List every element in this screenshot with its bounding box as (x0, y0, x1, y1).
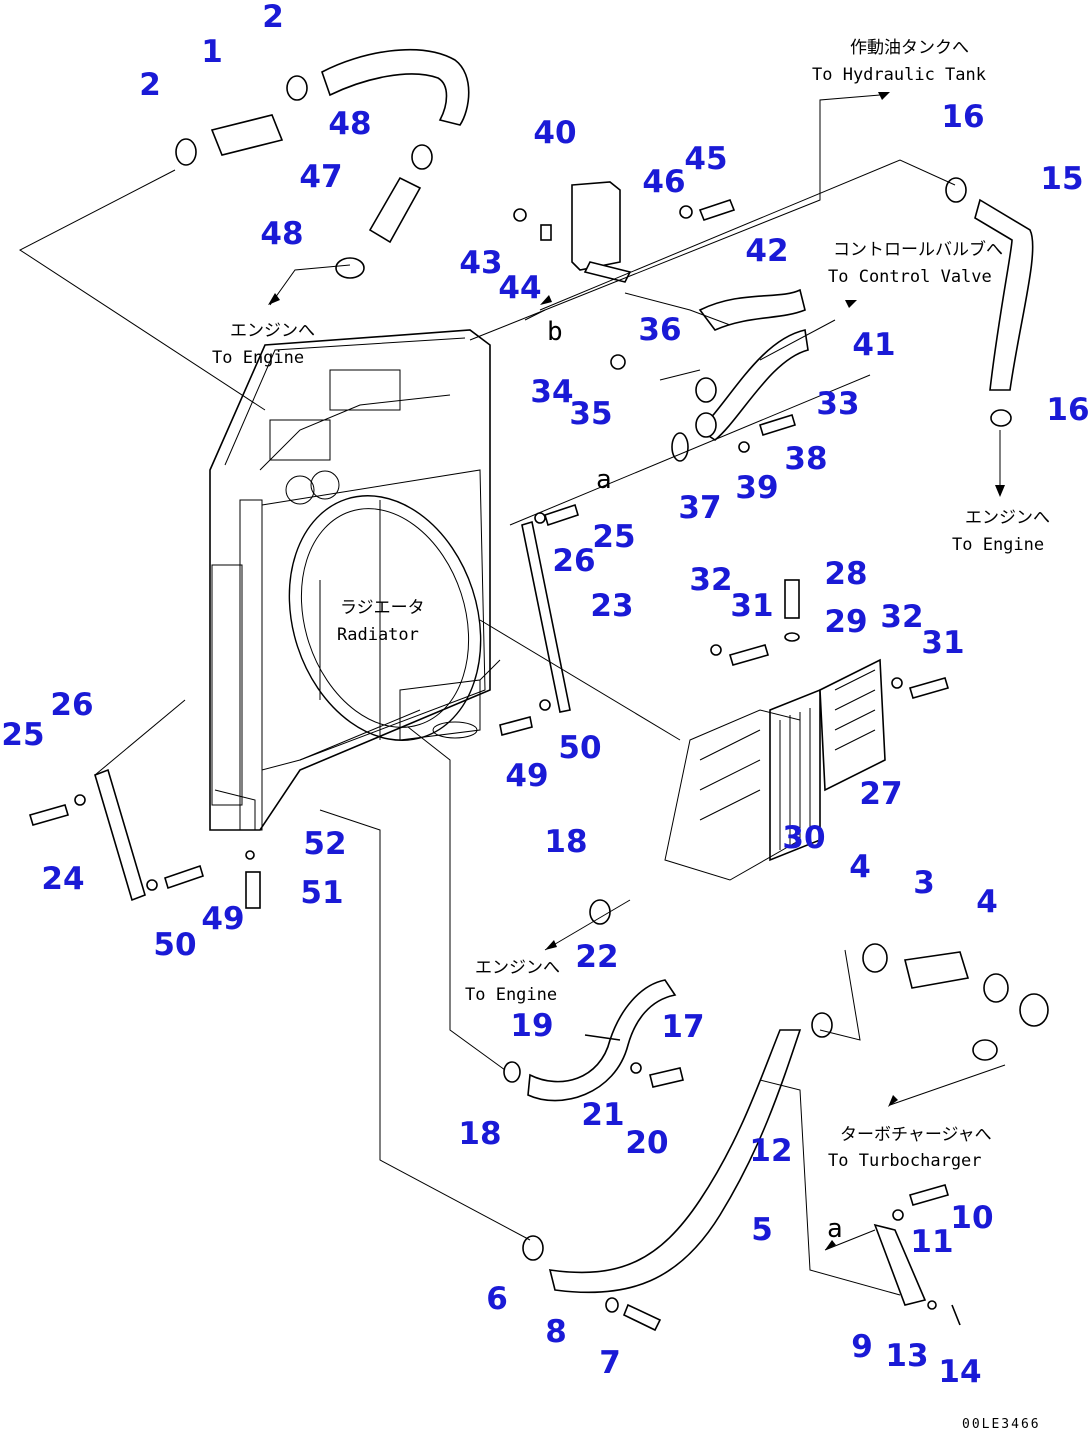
part-number-label: 31 (921, 625, 964, 661)
leader-lines (19, 94, 1006, 1296)
part-number-label: 25 (1, 717, 44, 753)
part-number-label: 22 (575, 939, 618, 975)
annotation-radiator-jp: ラジエータ (340, 598, 425, 618)
part-number-label: 7 (599, 1345, 621, 1381)
part-number-label: 12 (749, 1133, 792, 1169)
part-number-label: 8 (545, 1314, 567, 1350)
part-number-label: 19 (510, 1008, 553, 1044)
part-number-label: 25 (592, 519, 635, 555)
part-number-label: 42 (745, 233, 788, 269)
part-number-label: 37 (678, 490, 721, 526)
part-number-label: 28 (824, 556, 867, 592)
part-number-label: 10 (950, 1200, 993, 1236)
radiator-assembly (209, 329, 491, 831)
part-number-label: 1 (201, 34, 223, 70)
part-number-label: 45 (684, 141, 727, 177)
part-number-label: 9 (851, 1329, 873, 1365)
part-number-label: 16 (1046, 392, 1089, 428)
part-number-label: 29 (824, 604, 867, 640)
part-number-label: 2 (262, 0, 284, 35)
part-number-label: 34 (530, 374, 573, 410)
part-number-label: 26 (50, 687, 93, 723)
part-number-label: 11 (910, 1224, 953, 1260)
part-number-label: 18 (458, 1116, 501, 1152)
part-number-label: 31 (730, 588, 773, 624)
part-number-label: 49 (201, 901, 244, 937)
part-number-label: 36 (638, 312, 681, 348)
flow-arrows (268, 92, 1005, 1250)
part-number-label: 13 (885, 1338, 928, 1374)
annotation-engine-right-jp: エンジンへ (965, 508, 1050, 528)
annotation-hydraulic-tank-en: To Hydraulic Tank (812, 65, 986, 85)
annotation-control-valve-jp: コントロールバルブへ (833, 239, 1003, 260)
upper-hoses (175, 48, 470, 279)
section-mark-a-lower: a (827, 1214, 843, 1244)
part-number-label: 5 (751, 1212, 773, 1248)
hose-15 (945, 177, 1034, 427)
part-number-label: 24 (41, 861, 84, 897)
lower-hoses (503, 899, 1049, 1332)
part-number-label: 15 (1040, 161, 1083, 197)
annotation-control-valve-en: To Control Valve (828, 267, 992, 287)
part-number-label: 44 (498, 270, 541, 306)
section-mark-a-upper: a (596, 465, 612, 495)
annotation-engine-right-en: To Engine (952, 535, 1044, 555)
part-number-label: 32 (880, 599, 923, 635)
bracket-40-group (513, 181, 736, 283)
part-number-label: 35 (569, 396, 612, 432)
section-mark-b: b (547, 317, 563, 347)
part-number-label: 17 (661, 1009, 704, 1045)
annotation-hydraulic-tank-jp: 作動油タンクへ (850, 38, 969, 58)
annotation-engine-upper-jp: エンジンへ (230, 321, 315, 341)
annotation-engine-upper-en: To Engine (212, 348, 304, 368)
part-number-label: 38 (784, 441, 827, 477)
hydraulic-lines (610, 288, 809, 462)
part-number-label: 3 (913, 865, 935, 901)
part-number-label: 4 (976, 884, 998, 920)
part-number-label: 50 (558, 730, 601, 766)
part-number-label: 21 (581, 1097, 624, 1133)
annotation-engine-lower-en: To Engine (465, 985, 557, 1005)
oil-cooler (664, 579, 949, 881)
stays (29, 503, 579, 909)
part-number-label: 27 (859, 776, 902, 812)
part-number-label: 16 (941, 99, 984, 135)
part-number-label: 48 (328, 106, 371, 142)
part-number-label: 2 (139, 67, 161, 103)
annotation-radiator-en: Radiator (337, 625, 419, 645)
part-number-label: 23 (590, 588, 633, 624)
part-number-label: 4 (849, 849, 871, 885)
annotation-engine-lower-jp: エンジンへ (475, 958, 560, 978)
part-number-label: 14 (938, 1354, 981, 1390)
part-number-label: 48 (260, 216, 303, 252)
annotation-turbocharger-en: To Turbocharger (828, 1151, 982, 1171)
part-number-label: 39 (735, 470, 778, 506)
part-number-label: 6 (486, 1281, 508, 1317)
part-number-label: 43 (459, 245, 502, 281)
part-number-label: 18 (544, 824, 587, 860)
part-number-label: 46 (642, 164, 685, 200)
section-marks: a a b (547, 317, 843, 1244)
drawing-code: 00LE3466 (962, 1417, 1041, 1432)
part-number-label: 49 (505, 758, 548, 794)
part-number-label: 33 (816, 386, 859, 422)
part-number-label: 50 (153, 927, 196, 963)
annotation-turbocharger-jp: ターボチャージャへ (840, 1125, 992, 1145)
part-number-label: 26 (552, 543, 595, 579)
part-number-label: 52 (303, 826, 346, 862)
part-number-label: 51 (300, 875, 343, 911)
part-number-label: 47 (299, 159, 342, 195)
part-number-label: 41 (852, 327, 895, 363)
part-number-label: 30 (782, 820, 825, 856)
part-number-label: 20 (625, 1125, 668, 1161)
annotations: 作動油タンクへ To Hydraulic Tank コントロールバルブへ To … (212, 38, 1050, 1171)
part-number-label: 32 (689, 562, 732, 598)
part-number-label: 40 (533, 115, 576, 151)
